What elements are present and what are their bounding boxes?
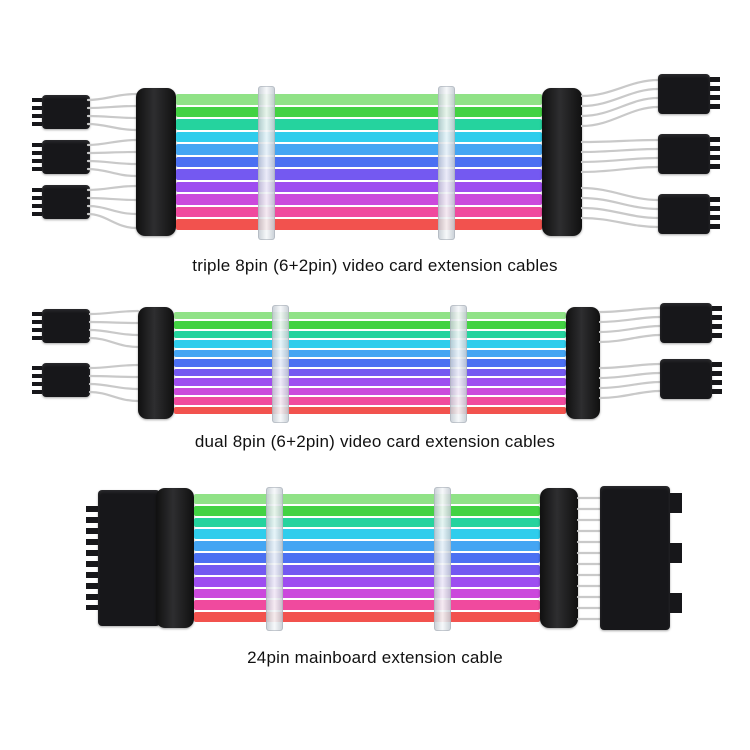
rgb-stripe — [174, 406, 566, 414]
wire-bundle-right — [580, 78, 660, 229]
wire-bundle-left — [88, 309, 140, 403]
rgb-stripe — [194, 588, 540, 599]
rgb-stripe — [194, 494, 540, 504]
rgb-stripe — [174, 340, 566, 348]
rgb-stripe — [176, 106, 542, 118]
rgb-stripe — [194, 505, 540, 516]
cable-figure-dual-8pin — [0, 295, 750, 445]
pcie-8pin-connector-right-1 — [658, 74, 720, 114]
rgb-stripe — [194, 529, 540, 540]
wire-bundle-right — [598, 306, 662, 400]
pcie-8pin-connector-left-3 — [32, 185, 90, 219]
rgb-stripe — [174, 387, 566, 396]
connector-pins-icon — [32, 188, 42, 216]
connector-pins-icon — [32, 143, 42, 171]
cable-clip — [266, 487, 283, 631]
cable-clip — [438, 86, 455, 240]
rgb-stripe — [176, 206, 542, 218]
rgb-stripe — [174, 330, 566, 339]
pcie-8pin-connector-left-2 — [32, 363, 90, 397]
rgb-cable-band — [174, 312, 566, 414]
rgb-stripe — [176, 169, 542, 180]
rgb-stripe — [176, 194, 542, 205]
rgb-stripe — [176, 144, 542, 155]
pcie-8pin-connector-right-2 — [658, 134, 720, 174]
pcie-8pin-connector-left-2 — [32, 140, 90, 174]
connector-pins-icon — [32, 312, 42, 340]
connector-pins-icon — [32, 98, 42, 126]
cable-comb-left — [136, 88, 176, 236]
rgb-cable-band — [194, 494, 540, 622]
rgb-stripe — [194, 541, 540, 552]
connector-pins-icon — [712, 362, 722, 396]
rgb-stripe — [176, 94, 542, 105]
rgb-stripe — [174, 378, 566, 386]
connector-pins-icon — [710, 137, 720, 171]
cable-figure-24pin — [0, 480, 750, 645]
rgb-stripe — [174, 368, 566, 377]
rgb-stripe — [174, 312, 566, 320]
rgb-stripe — [176, 219, 542, 231]
connector-pins-icon — [712, 306, 722, 340]
rgb-stripe — [194, 576, 540, 587]
rgb-stripe — [174, 397, 566, 405]
wire-bundle-left — [86, 92, 138, 230]
cable-clip — [272, 305, 289, 423]
atx-24pin-connector-left — [86, 490, 160, 626]
cable-figure-triple-8pin — [0, 62, 750, 277]
connector-pins-icon — [32, 366, 42, 394]
wire-bundle-right — [576, 496, 602, 621]
rgb-stripe — [194, 517, 540, 528]
pcie-8pin-connector-right-3 — [658, 194, 720, 234]
cable-comb-right — [566, 307, 600, 419]
caption-triple-8pin: triple 8pin (6+2pin) video card extensio… — [192, 256, 558, 275]
cable-clip — [258, 86, 275, 240]
pcie-8pin-connector-left-1 — [32, 309, 90, 343]
pcie-8pin-connector-left-1 — [32, 95, 90, 129]
rgb-stripe — [194, 612, 540, 622]
rgb-stripe — [176, 131, 542, 143]
rgb-stripe — [176, 181, 542, 193]
cable-comb-left — [138, 307, 174, 419]
cable-comb-right — [540, 488, 578, 628]
rgb-stripe — [176, 156, 542, 168]
atx-24pin-connector-right — [600, 486, 682, 630]
connector-pins-icon — [710, 77, 720, 111]
pcie-8pin-connector-right-2 — [660, 359, 722, 399]
rgb-stripe — [194, 564, 540, 575]
rgb-stripe — [174, 321, 566, 329]
rgb-stripe — [174, 359, 566, 367]
caption-dual-8pin: dual 8pin (6+2pin) video card extension … — [194, 432, 556, 451]
cable-clip — [450, 305, 467, 423]
cable-clip — [434, 487, 451, 631]
caption-24pin: 24pin mainboard extension cable — [247, 648, 503, 667]
rgb-stripe — [194, 553, 540, 563]
cable-comb-left — [156, 488, 194, 628]
rgb-cable-band — [176, 94, 542, 231]
rgb-stripe — [174, 349, 566, 358]
cable-comb-right — [542, 88, 582, 236]
rgb-stripe — [176, 119, 542, 130]
pcie-8pin-connector-right-1 — [660, 303, 722, 343]
connector-pins-icon — [710, 197, 720, 231]
connector-pins-icon — [86, 506, 98, 610]
rgb-stripe — [194, 600, 540, 611]
connector-pins-icon — [670, 493, 682, 623]
